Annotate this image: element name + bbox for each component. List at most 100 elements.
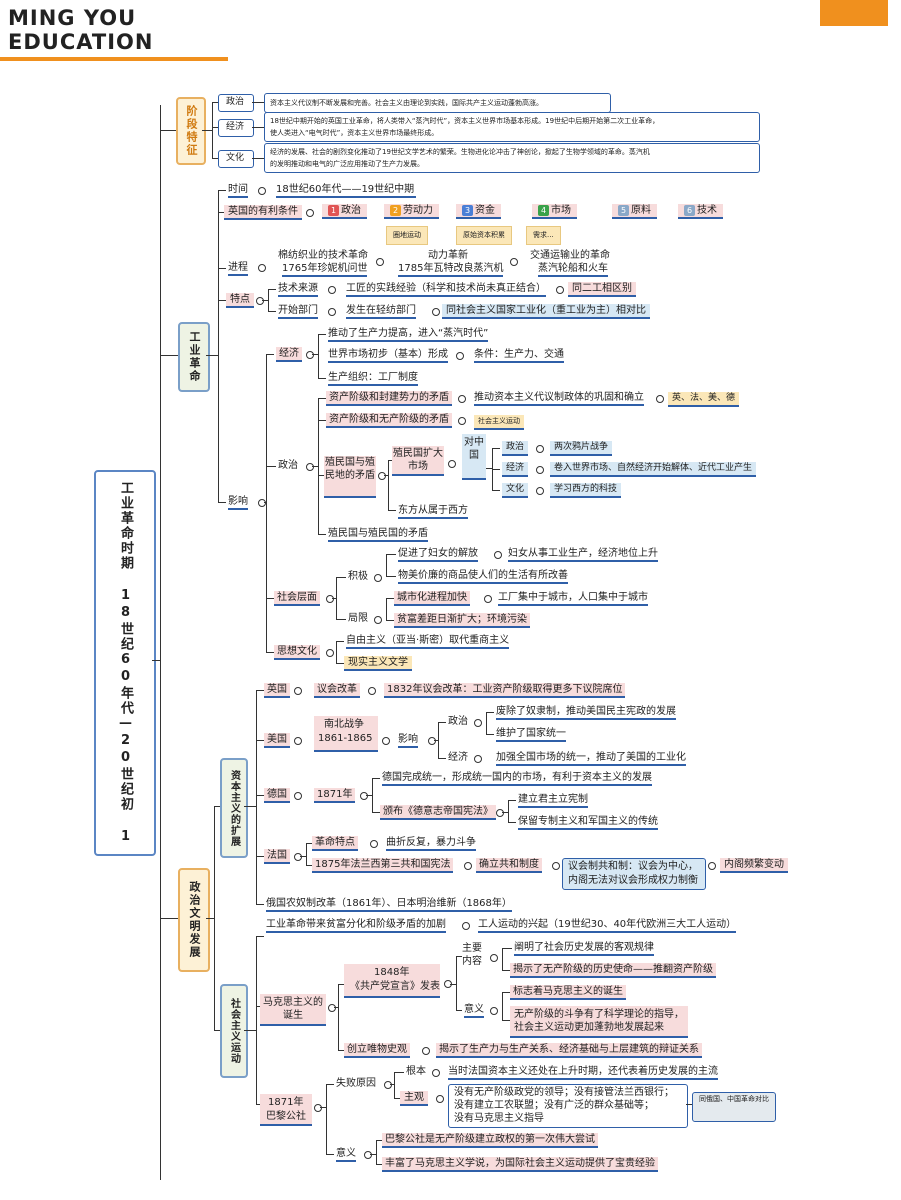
- paris-box: [260, 1094, 312, 1126]
- content-label: 主要内容: [462, 943, 482, 967]
- fr-rep: 确立共和制度: [476, 858, 542, 873]
- process-3-a: 交通运输业的革命: [530, 250, 610, 261]
- materialism: 创立唯物史观: [344, 1043, 410, 1058]
- root-node: 工业革命时期 18世纪60年代—20世纪初 1: [94, 470, 156, 856]
- pol-2b: 社会主义运动: [474, 415, 524, 430]
- process-3-b: 蒸汽轮船和火车: [538, 262, 608, 277]
- subj-1: 没有无产阶级政党的领导；没有接管法兰西银行；: [454, 1087, 674, 1098]
- fr-rep-3: 内阁频繁变动: [720, 858, 788, 873]
- features-label: 特点: [226, 293, 254, 308]
- condition-label: 市场: [551, 205, 571, 216]
- stage-culture-label: 文化: [226, 153, 245, 163]
- start-dept-value: 发生在轻纺部门: [346, 304, 416, 319]
- uk-2: 1832年议会改革：工业资产阶级取得更多下议院席位: [384, 683, 626, 698]
- us-years: 1861-1865: [318, 733, 373, 744]
- start-dept-label: 开始部门: [278, 304, 318, 319]
- thought-1: 自由主义（亚当·斯密）取代重商主义: [346, 634, 510, 649]
- us-impact: 影响: [398, 733, 418, 748]
- soc-1: 工业革命带来贫富分化和阶级矛盾的加剧: [266, 918, 446, 933]
- condition-number-icon: 1: [328, 205, 339, 216]
- paris-2: 巴黎公社: [266, 1111, 306, 1122]
- industrial-node: 工业革命: [178, 322, 210, 392]
- soc-neg-2: 贫富差距日渐扩大；环境污染: [394, 613, 530, 628]
- us-econ-1: 加强全国市场的统一，推动了美国的工业化: [496, 751, 686, 766]
- us-war: 南北战争: [324, 719, 364, 730]
- political-node: 政治文明发展: [178, 868, 210, 972]
- pol-1: 资产阶级和封建势力的矛盾: [326, 391, 452, 406]
- process-2-b: 1785年瓦特改良蒸汽机: [398, 262, 504, 277]
- uk-1: 议会改革: [314, 683, 360, 698]
- stage-culture-text-2: 的发明推动和电气的广泛应用推动了生产力发展。: [270, 160, 424, 168]
- stage-node: 阶段特征: [176, 97, 206, 165]
- stage-culture-text-1: 经济的发展、社会的剧烈变化推动了19世纪文学艺术的繁荣。生物进化论冲击了神创论，…: [270, 148, 650, 156]
- impact-label: 影响: [228, 495, 248, 510]
- econ-2: 世界市场初步（基本）形成: [328, 348, 448, 363]
- subj-label: 主观: [400, 1091, 428, 1106]
- de-2b: 保留专制主义和军国主义的传统: [518, 815, 658, 830]
- soc-neg: 局限: [348, 613, 368, 624]
- china-item-value: 卷入世界市场、自然经济开始解体、近代工业产生: [550, 462, 757, 477]
- brand-line2: EDUCATION: [8, 30, 154, 54]
- china-item-value: 两次鸦片战争: [550, 441, 613, 456]
- pol-3-box: [324, 456, 376, 498]
- ru-jp: 俄国农奴制改革（1861年）、日本明治维新（1868年）: [266, 897, 512, 912]
- china-item-key: 经济: [502, 462, 529, 477]
- de-label: 德国: [264, 788, 290, 803]
- de-year: 1871年: [314, 788, 356, 803]
- corner-tab: [820, 0, 888, 26]
- condition-label: 政治: [341, 205, 361, 216]
- subj-3: 没有马克思主义指导: [454, 1113, 544, 1124]
- process-1-b: 1765年珍妮机问世: [282, 262, 368, 277]
- tech-source-label: 技术来源: [278, 282, 318, 297]
- pol-4: 殖民国与殖民国的矛盾: [328, 527, 428, 542]
- econ-label: 经济: [276, 347, 302, 362]
- condition-note-3: 需求...: [526, 226, 561, 245]
- paris-mean-1: 巴黎公社是无产阶级建立政权的第一次伟大尝试: [382, 1133, 598, 1148]
- soc-pos: 积极: [348, 571, 368, 582]
- root-v: 当时法国资本主义还处在上升时期，还代表着历史发展的主流: [448, 1065, 718, 1080]
- process-2-a: 动力革新: [428, 250, 468, 261]
- thought-2: 现实主义文学: [344, 656, 412, 671]
- condition-note-2: 原始资本积累: [456, 226, 512, 245]
- econ-3: 生产组织：工厂制度: [328, 371, 418, 386]
- subj-compare-box: [692, 1092, 776, 1122]
- stage-politics-box: [218, 94, 254, 112]
- us-pol: 政治: [448, 716, 468, 727]
- process-label: 进程: [228, 261, 248, 276]
- materialism-v: 揭示了生产力与生产关系、经济基础与上层建筑的辩证关系: [436, 1043, 702, 1058]
- stage-economy-text-1: 18世纪中期开始的英国工业革命，将人类带入“蒸汽时代”，资本主义世界市场基本形成…: [270, 117, 660, 125]
- stage-economy-text-box: [264, 112, 760, 142]
- marx-box: [260, 994, 326, 1026]
- brand-line1: MING YOU: [8, 6, 137, 30]
- socialism-node: 社会主义运动: [220, 984, 248, 1078]
- condition-number-icon: 6: [684, 205, 695, 216]
- meaning-label: 意义: [464, 1003, 484, 1018]
- condition-note-1: 圈地运动: [386, 226, 428, 245]
- root-label: 根本: [406, 1066, 426, 1077]
- condition-label: 资金: [475, 205, 495, 216]
- root-spine: [160, 105, 161, 1180]
- china-item-key: 政治: [502, 441, 529, 456]
- us-pol-1: 废除了奴隶制，推动美国民主宪政的发展: [496, 705, 676, 720]
- fr-rep-box: [562, 858, 706, 890]
- paris-mean-2: 丰富了马克思主义学说，为国际社会主义运动提供了宝贵经验: [382, 1157, 658, 1172]
- china-item-key: 文化: [502, 483, 529, 498]
- soc-pos-2: 物美价廉的商品使人们的生活有所改善: [398, 569, 568, 584]
- fr-const: 1875年法兰西第三共和国宪法: [312, 858, 454, 873]
- pol-1c: 英、法、美、德: [668, 392, 740, 407]
- paris-1: 1871年: [268, 1097, 304, 1108]
- condition-number-icon: 2: [390, 205, 401, 216]
- stage-economy-label: 经济: [226, 122, 245, 132]
- stage-culture-text-box: [264, 143, 760, 173]
- subj-box: [448, 1084, 688, 1128]
- pol-3-china-rows: 政治 两次鸦片战争经济 卷入世界市场、自然经济开始解体、近代工业产生文化 学习西方的科…: [492, 440, 762, 500]
- process-1-a: 棉纺织业的技术革命: [278, 250, 368, 261]
- china-item-value: 学习西方的科技: [550, 483, 622, 498]
- thought-label: 思想文化: [274, 645, 320, 660]
- condition-label: 技术: [697, 205, 717, 216]
- de-1: 德国完成统一，形成统一国内的市场，有利于资本主义的发展: [382, 771, 652, 786]
